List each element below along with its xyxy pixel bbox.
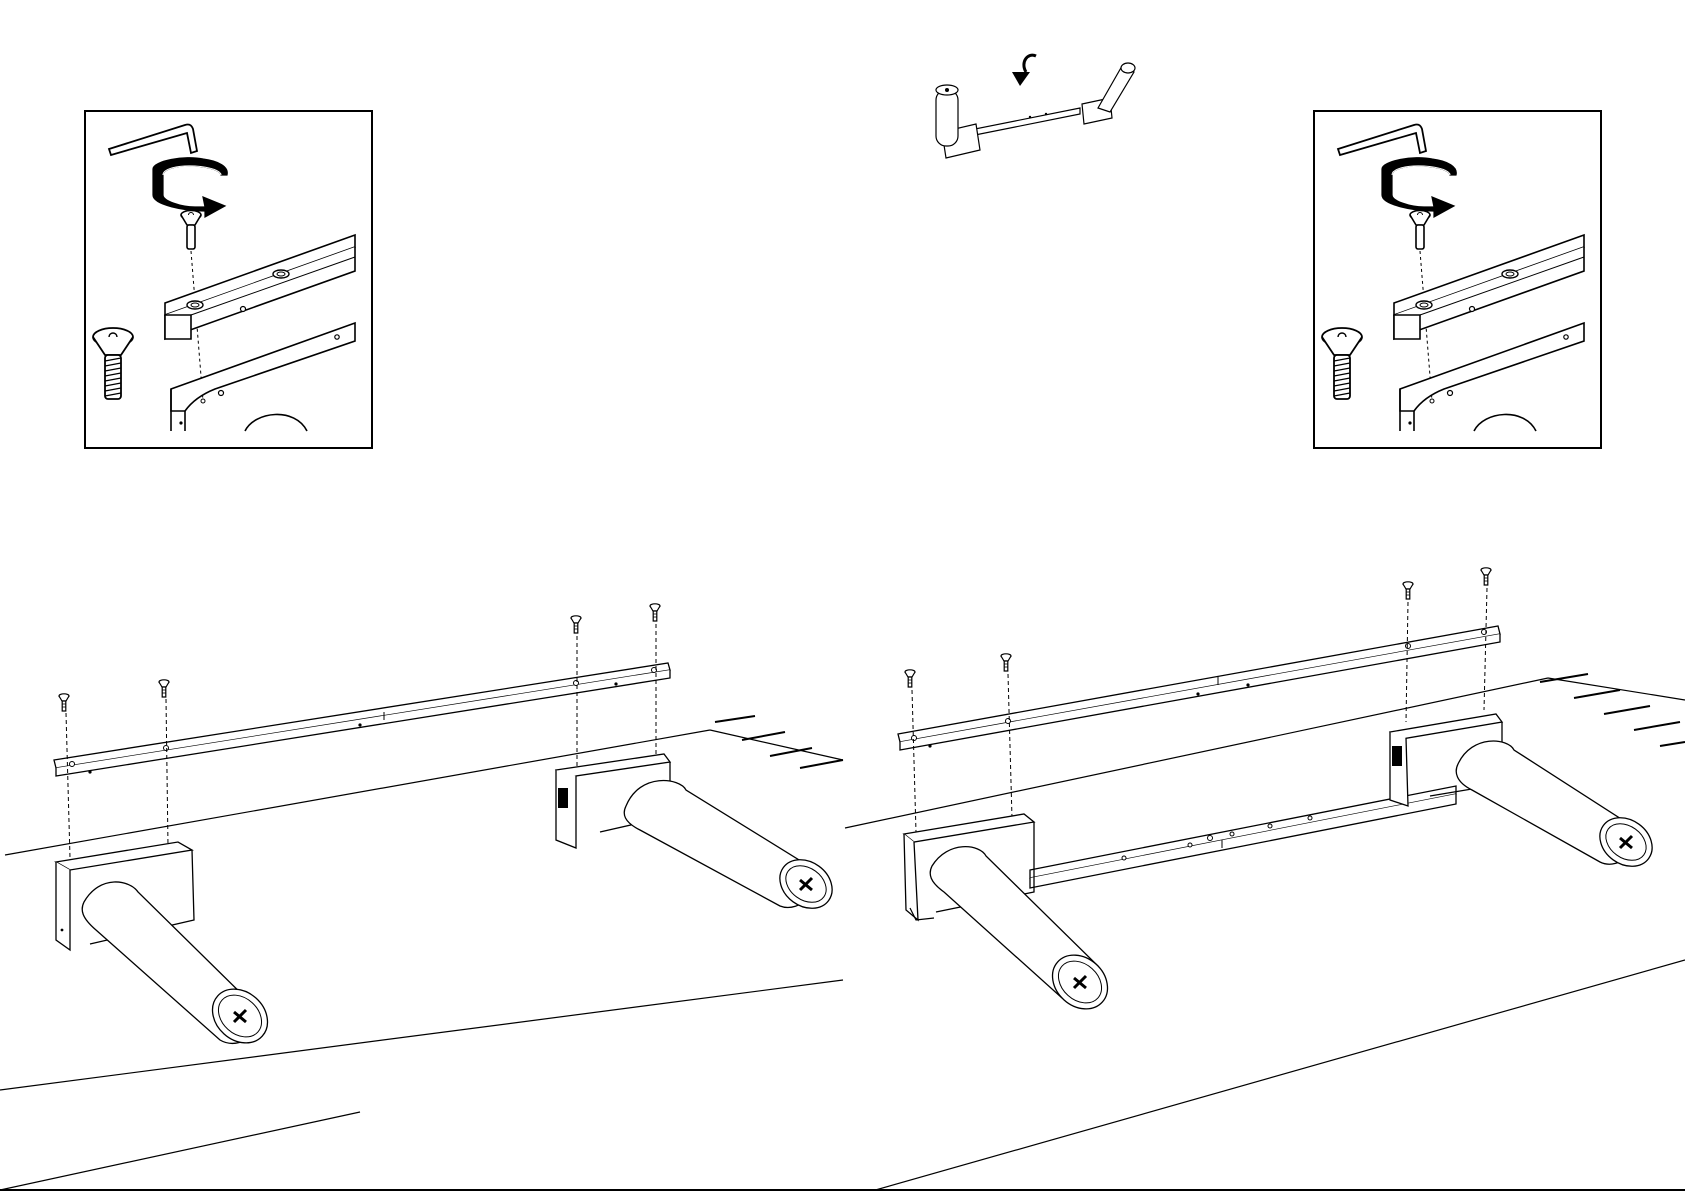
flip-preview [936, 55, 1135, 158]
detail-inset-left [85, 111, 372, 448]
leg-right [556, 754, 842, 918]
screw [650, 604, 660, 621]
screw [159, 680, 169, 697]
leg-left [56, 842, 278, 1054]
tabletop-edge [5, 730, 710, 855]
flip-arrow-icon [1012, 55, 1036, 86]
detail-inset-right [1314, 111, 1601, 448]
screw [905, 670, 915, 687]
screw [1403, 582, 1413, 599]
step-before [0, 604, 843, 1190]
screw [571, 616, 581, 633]
leg-left [904, 814, 1118, 1020]
step-after [845, 568, 1685, 1191]
crossbar [54, 663, 670, 776]
screw [1001, 654, 1011, 671]
screw [1481, 568, 1491, 585]
screw [59, 694, 69, 711]
